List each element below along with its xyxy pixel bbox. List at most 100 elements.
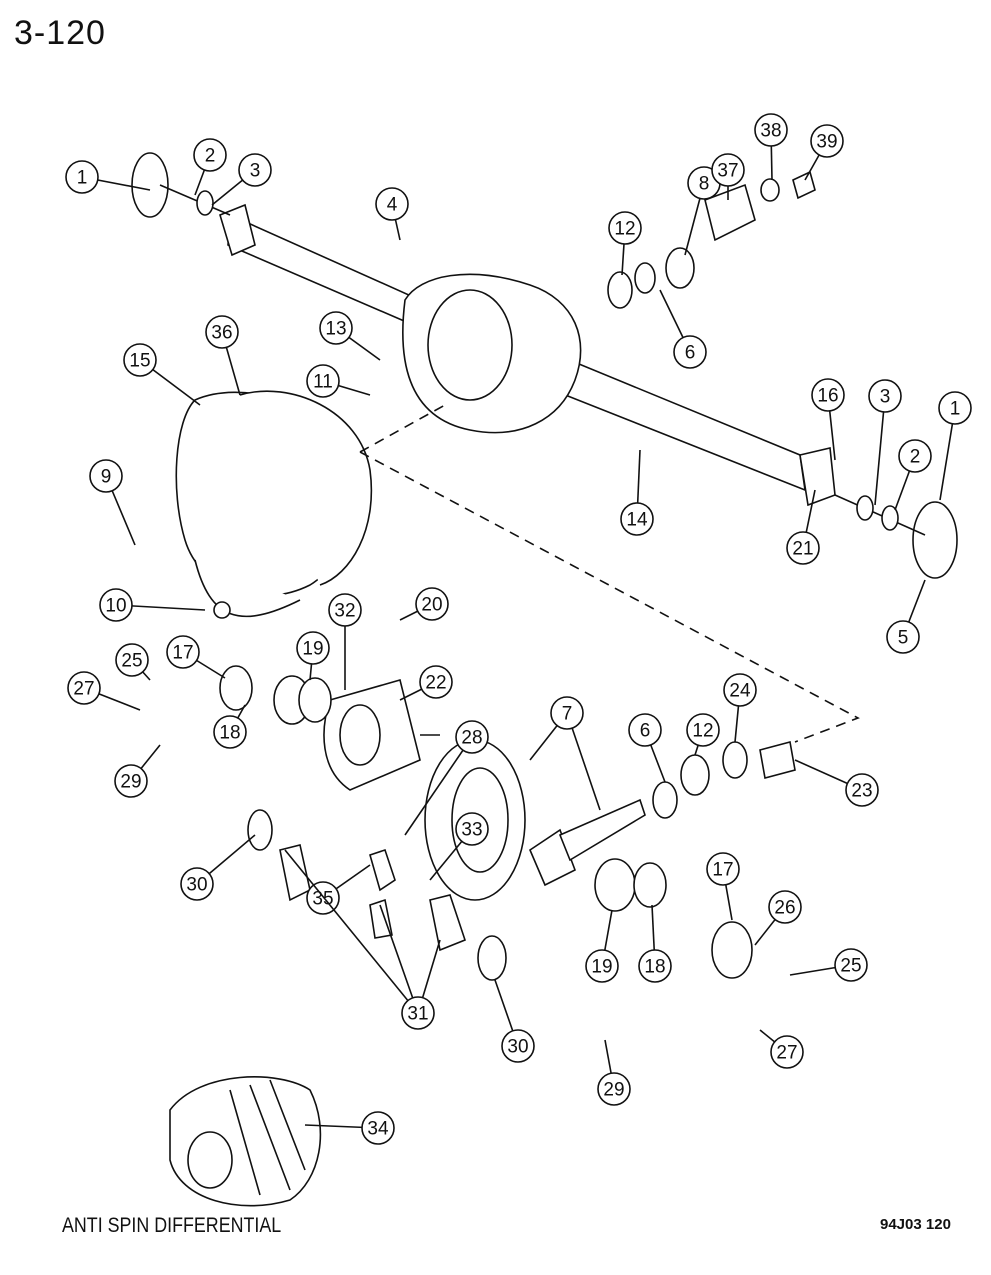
callout-number: 10 xyxy=(105,596,126,617)
callout-number: 24 xyxy=(729,681,751,702)
callout-number: 1 xyxy=(77,168,88,189)
callout-circle xyxy=(166,635,200,669)
callout-circle xyxy=(608,211,642,245)
callout-22: 10 xyxy=(99,588,206,622)
callout-number: 27 xyxy=(776,1043,797,1064)
callout-number: 7 xyxy=(562,704,573,725)
callout-number: 6 xyxy=(685,343,696,364)
bearings-and-races xyxy=(219,665,796,981)
callout-number: 5 xyxy=(898,628,909,649)
callout-number: 28 xyxy=(461,728,482,749)
callout-number: 9 xyxy=(101,467,112,488)
callout-circle xyxy=(306,364,340,398)
callout-13: 11 xyxy=(306,364,371,398)
callout-number: 27 xyxy=(73,679,94,700)
callout-number: 16 xyxy=(817,386,838,407)
callout-number: 19 xyxy=(302,639,323,660)
figure-caption: ANTI SPIN DIFFERENTIAL xyxy=(62,1214,282,1237)
leader-line xyxy=(566,712,601,811)
callout-35: 12 xyxy=(686,713,720,756)
callout-circle xyxy=(770,1035,804,1069)
callout-circle xyxy=(115,643,149,677)
callout-28: 19 xyxy=(296,631,330,681)
axle-housing xyxy=(219,203,836,507)
callout-11: 15 xyxy=(123,343,201,406)
callout-number: 18 xyxy=(644,957,665,978)
differential-cover xyxy=(175,390,373,619)
callout-number: 39 xyxy=(816,132,837,153)
figure-code: 94J03 120 xyxy=(880,1216,951,1233)
callout-circle xyxy=(786,531,820,565)
callout-18: 14 xyxy=(620,449,654,536)
callout-25: 17 xyxy=(166,635,226,679)
callout-number: 30 xyxy=(507,1037,528,1058)
callout-circle xyxy=(638,949,672,983)
callout-number: 36 xyxy=(211,323,232,344)
callout-10: 36 xyxy=(205,315,241,396)
callout-46: 18 xyxy=(638,904,672,983)
callout-circle xyxy=(375,187,409,221)
callout-circle xyxy=(328,593,362,627)
callout-30: 18 xyxy=(213,704,247,749)
callout-23: 32 xyxy=(328,593,362,690)
leader-line xyxy=(284,849,419,1014)
callout-circle xyxy=(673,335,707,369)
callout-circle xyxy=(868,379,902,413)
callout-number: 2 xyxy=(910,447,921,468)
callout-7: 38 xyxy=(754,113,788,181)
callout-number: 17 xyxy=(712,860,733,881)
callout-number: 29 xyxy=(120,772,141,793)
callout-number: 26 xyxy=(774,898,795,919)
callout-circle xyxy=(193,138,227,172)
pinion-gear xyxy=(529,798,646,887)
callout-15: 3 xyxy=(868,379,902,506)
callout-36: 24 xyxy=(723,673,757,743)
callout-8: 39 xyxy=(804,124,844,181)
callout-number: 34 xyxy=(367,1119,389,1140)
callout-33: 7 xyxy=(529,696,584,761)
callout-2: 3 xyxy=(211,153,272,206)
callout-number: 22 xyxy=(425,673,446,694)
callout-1: 2 xyxy=(193,138,227,196)
callout-circle xyxy=(419,665,453,699)
callout-circle xyxy=(238,153,272,187)
callout-circle xyxy=(628,713,662,747)
callout-circle xyxy=(620,502,654,536)
callout-14: 16 xyxy=(811,378,845,461)
callout-number: 25 xyxy=(840,956,861,977)
callout-0: 1 xyxy=(65,160,151,194)
callout-32: 28 xyxy=(404,720,489,836)
callout-circle xyxy=(754,113,788,147)
callout-circle xyxy=(415,587,449,621)
callout-number: 30 xyxy=(186,875,207,896)
callout-9: 6 xyxy=(659,289,707,369)
callout-number: 32 xyxy=(334,601,355,622)
callout-number: 15 xyxy=(129,351,150,372)
callout-12: 13 xyxy=(319,311,381,361)
callout-19: 21 xyxy=(786,489,820,565)
callout-5: 12 xyxy=(608,211,642,276)
callout-circle xyxy=(686,713,720,747)
callout-number: 8 xyxy=(699,174,710,195)
callout-circle xyxy=(361,1111,395,1145)
callout-number: 6 xyxy=(640,721,651,742)
anti-spin-differential-assembly xyxy=(169,1076,322,1207)
callout-circle xyxy=(114,764,148,798)
callout-number: 12 xyxy=(692,721,713,742)
callout-circle xyxy=(296,631,330,665)
callout-circle xyxy=(834,948,868,982)
callout-38: 30 xyxy=(180,834,256,901)
callout-number: 20 xyxy=(421,595,442,616)
callout-circle xyxy=(65,160,99,194)
callout-17: 2 xyxy=(894,439,932,511)
callout-circle xyxy=(89,459,123,493)
callout-27: 27 xyxy=(67,671,141,711)
callout-circle xyxy=(401,996,435,1030)
callout-circle xyxy=(886,620,920,654)
callout-3: 4 xyxy=(375,187,409,241)
callout-circle xyxy=(597,1072,631,1106)
differential-case xyxy=(323,679,440,791)
callout-number: 21 xyxy=(792,539,813,560)
callout-circle xyxy=(810,124,844,158)
